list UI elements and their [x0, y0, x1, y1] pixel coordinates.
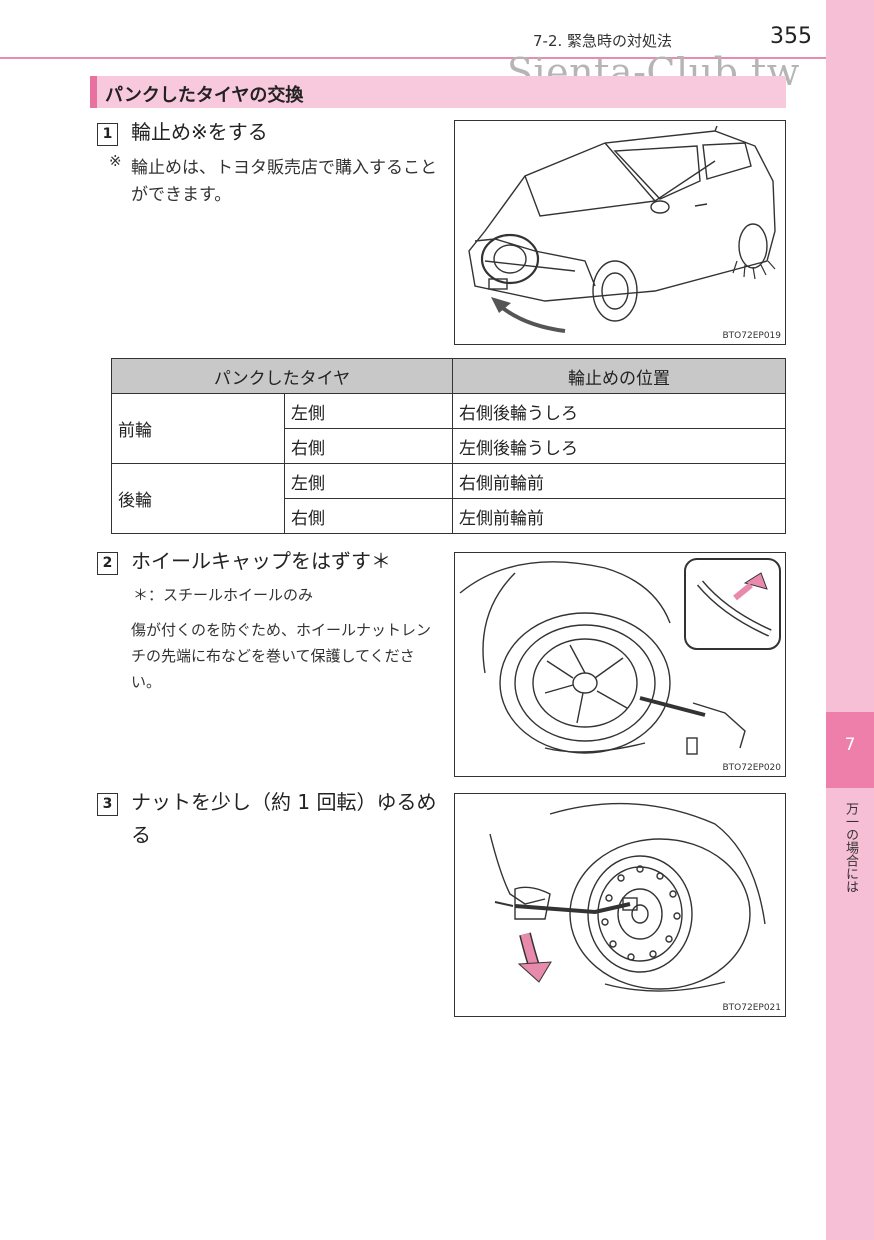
section-title-accent: [90, 76, 97, 108]
wheel-cap-illustration: [459, 558, 781, 755]
step-1-text: 輪止め※をする: [131, 120, 268, 144]
figure-loosen-nuts: BTO72EP021: [454, 793, 786, 1017]
table-row: 右側 左側後輪うしろ: [112, 428, 786, 464]
table-cell-side: 左側: [284, 393, 453, 429]
chock-position-table: パンクしたタイヤ 輪止めの位置 前輪 左側 右側後輪うしろ 右側 左側後輪うしろ…: [111, 358, 786, 534]
loosen-nuts-illustration: [489, 802, 766, 992]
step-number-1: 1: [97, 123, 118, 146]
figure-2-code: BTO72EP020: [722, 763, 782, 773]
step-2-text: ホイールキャップをはずす＊: [131, 549, 391, 573]
table-cell-position: 左側前輪前: [452, 498, 786, 534]
chapter-tab-label: 万一の場合には: [843, 802, 858, 893]
figure-3-code: BTO72EP021: [722, 1003, 782, 1013]
step-1-note-mark: ※: [109, 152, 122, 170]
step-number-2: 2: [97, 552, 118, 575]
table-header-row: パンクしたタイヤ 輪止めの位置: [111, 358, 786, 394]
table-cell-position: 左側後輪うしろ: [452, 428, 786, 464]
section-title: パンクしたタイヤの交換: [105, 85, 304, 106]
header-rule: [0, 57, 826, 59]
figure-1-code: BTO72EP019: [722, 331, 782, 341]
table-header-position: 輪止めの位置: [452, 358, 786, 394]
table-row: 後輪 左側 右側前輪前: [111, 463, 786, 534]
table-cell-side: 左側: [284, 463, 453, 499]
table-cell-tire: 前輪: [111, 393, 285, 464]
chapter-tab-number: 7: [844, 735, 856, 755]
step-2-note: ＊：スチールホイールのみ: [133, 586, 314, 604]
section-title-bar: [90, 76, 786, 108]
table-row: 前輪 左側 右側後輪うしろ: [111, 393, 786, 464]
table-cell-position: 右側後輪うしろ: [452, 393, 786, 429]
car-illustration: [468, 125, 776, 333]
step-1-note: 輪止めは、トヨタ販売店で購入することができます。: [131, 158, 437, 205]
step-2-detail: 傷が付くのを防ぐため、ホイールナットレンチの先端に布などを巻いて保護してください…: [131, 621, 432, 691]
table-cell-side: 右側: [284, 498, 453, 534]
table-cell-side: 右側: [284, 428, 453, 464]
step-3-text: ナットを少し（約 1 回転）ゆるめる: [131, 790, 437, 847]
table-cell-tire: 後輪: [111, 463, 285, 534]
table-header-tire: パンクしたタイヤ: [111, 358, 453, 394]
page-number: 355: [770, 24, 812, 49]
chapter-tab-active[interactable]: [826, 712, 874, 788]
table-row: 右側 左側前輪前: [112, 498, 786, 534]
chapter-title: 7-2. 緊急時の対処法: [533, 32, 673, 50]
figure-wheel-cap: BTO72EP020: [454, 552, 786, 777]
table-cell-position: 右側前輪前: [452, 463, 786, 499]
step-number-3: 3: [97, 793, 118, 816]
figure-wheel-chock: BTO72EP019: [454, 120, 786, 345]
chapter-side-strip: [826, 0, 874, 1240]
